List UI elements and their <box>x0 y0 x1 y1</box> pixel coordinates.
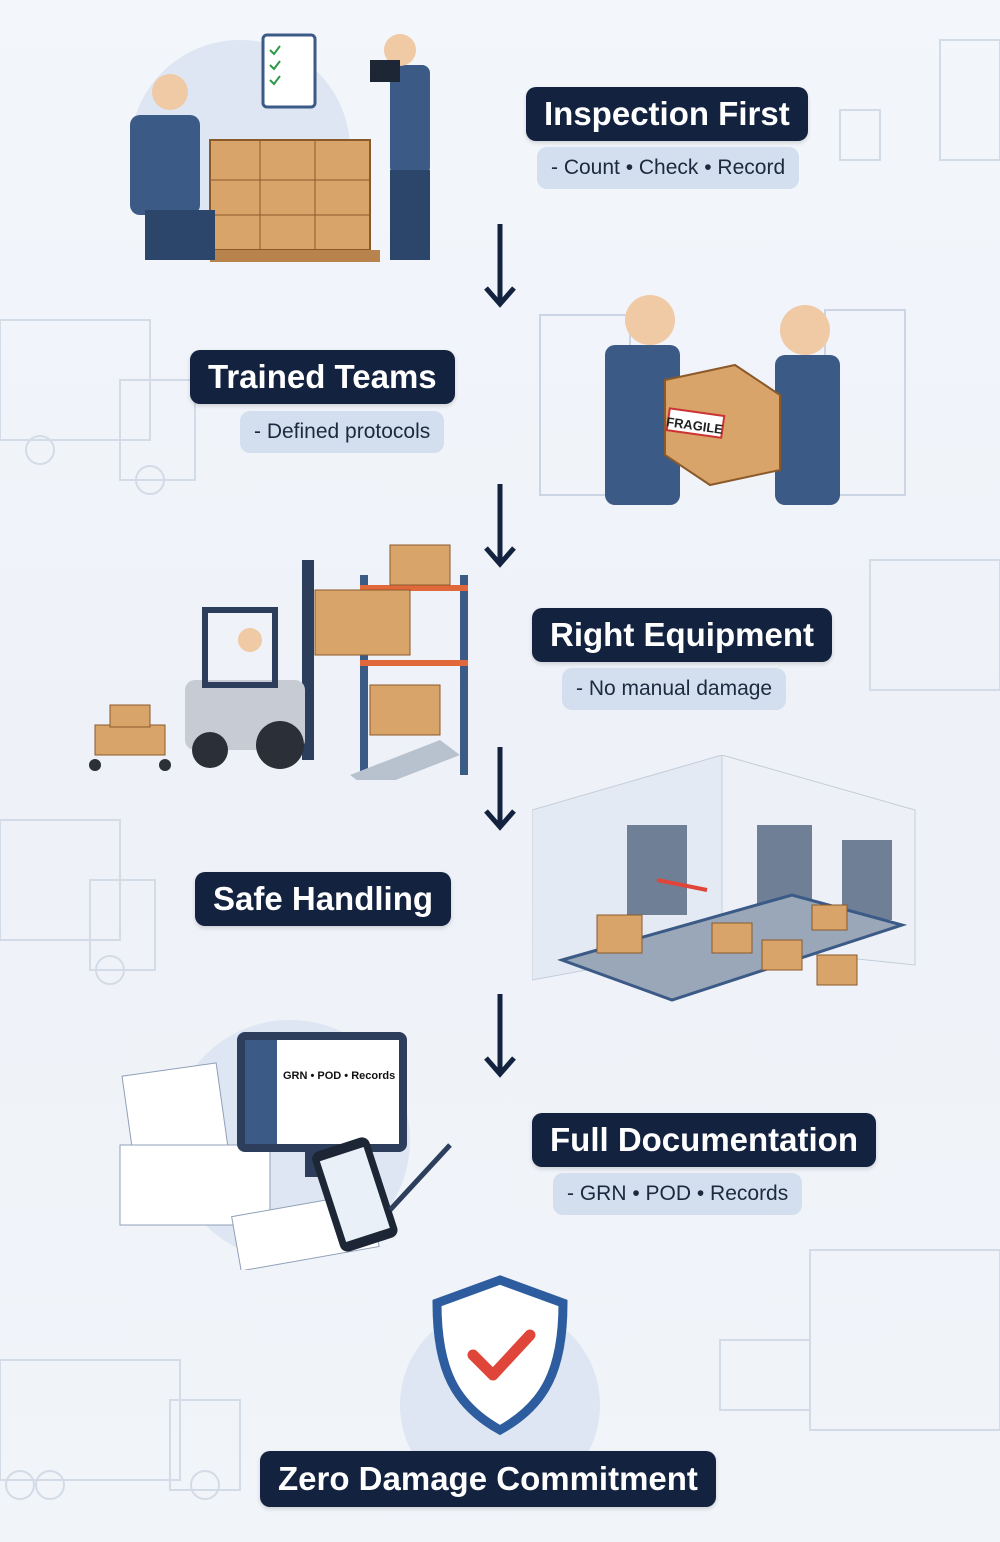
documents-graphic <box>119 1020 452 1270</box>
documentation-illustration: GRN • POD • Records <box>110 1010 490 1270</box>
shield-check-icon <box>400 1275 600 1455</box>
step-title-inspection-first: Inspection First <box>526 87 808 141</box>
step-subtitle-inspection-first: - Count • Check • Record <box>537 147 800 189</box>
down-arrow-icon <box>484 484 516 568</box>
step-title-trained-teams: Trained Teams <box>190 350 455 404</box>
right-equipment-illustration <box>89 544 468 780</box>
step-title-right-equipment: Right Equipment <box>532 608 832 662</box>
step-subtitle-trained-teams: - Defined protocols <box>240 411 445 453</box>
final-title-zero-damage-commitment: Zero Damage Commitment <box>260 1451 716 1507</box>
safe-handling-illustration <box>532 755 916 1002</box>
down-arrow-icon <box>484 747 516 831</box>
step-title-full-documentation: Full Documentation <box>532 1113 876 1167</box>
step-title-safe-handling: Safe Handling <box>195 872 452 926</box>
inspection-illustration <box>130 33 430 262</box>
step-subtitle-right-equipment: - No manual damage <box>562 668 787 710</box>
monitor-text: GRN • POD • Records <box>283 1070 396 1082</box>
step-subtitle-full-documentation: - GRN • POD • Records <box>553 1173 803 1215</box>
down-arrow-icon <box>484 224 516 308</box>
trained-teams-illustration: FRAGILE <box>539 295 906 505</box>
down-arrow-icon <box>484 994 516 1078</box>
